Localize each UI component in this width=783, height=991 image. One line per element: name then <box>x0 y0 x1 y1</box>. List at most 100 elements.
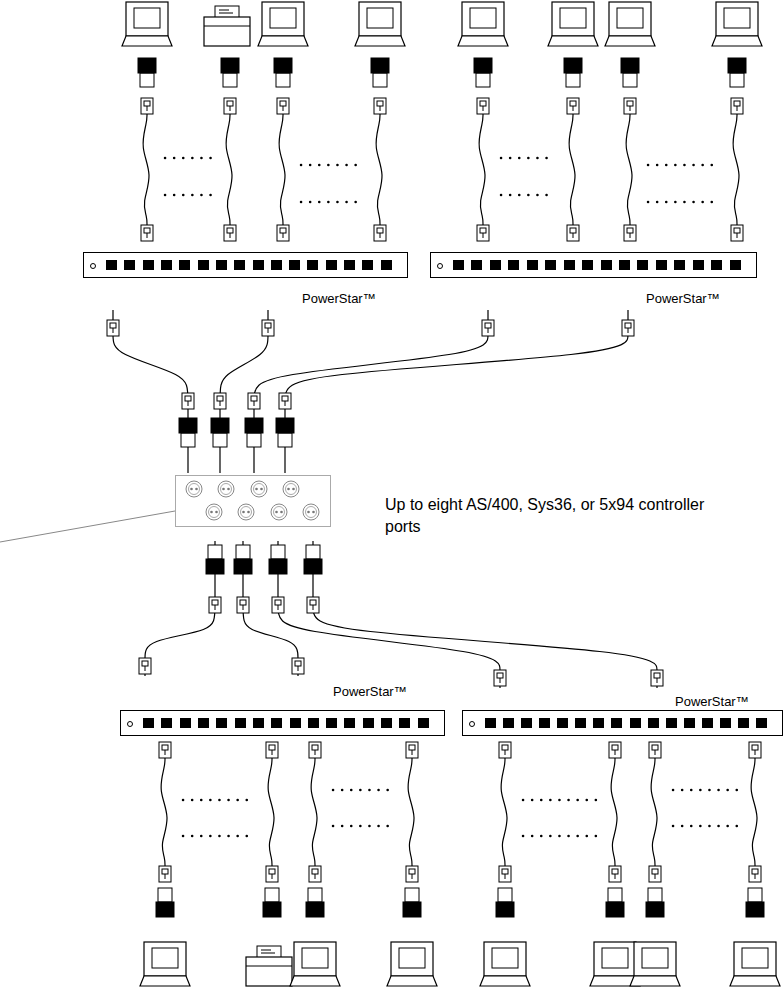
hub-port <box>216 718 227 728</box>
powerstar-hub: PowerStar™ <box>120 676 445 736</box>
hub-port <box>575 718 586 728</box>
hub-port <box>539 718 550 728</box>
hub-port <box>756 718 767 728</box>
printer <box>204 6 250 46</box>
hub-port <box>106 260 117 270</box>
rj45-plug <box>494 670 506 686</box>
hub-port <box>198 718 209 728</box>
drop-cable <box>376 114 382 225</box>
drop-cable <box>226 114 232 225</box>
rj45-plug <box>277 98 289 114</box>
continuation-dots <box>333 825 394 828</box>
drop-cable <box>311 758 317 866</box>
hub-port <box>418 718 429 728</box>
continuation-dots <box>501 157 555 160</box>
terminal-monitor <box>122 2 172 46</box>
balun <box>179 418 197 447</box>
rj45-plug <box>292 658 304 674</box>
terminal-monitor <box>480 942 530 986</box>
balun <box>646 888 664 917</box>
rj45-plug <box>266 866 278 882</box>
hub-port <box>253 260 264 270</box>
rj45-plug <box>107 320 119 336</box>
continuation-dots <box>523 835 597 838</box>
continuation-dots <box>301 164 362 167</box>
continuation-dots <box>183 799 254 802</box>
rj45-plug <box>141 98 153 114</box>
hub-port <box>307 260 318 270</box>
hub-port <box>271 718 282 728</box>
rj45-plug <box>262 320 274 336</box>
controller-port <box>218 481 234 497</box>
rj45-plug <box>141 225 153 241</box>
rj45-plug <box>749 742 761 758</box>
rj45-plug <box>567 225 579 241</box>
leader-line <box>0 511 175 542</box>
hub-label: PowerStar™ <box>646 291 720 307</box>
hub-port <box>619 260 630 270</box>
rj45-plug <box>649 866 661 882</box>
port-panel <box>176 476 330 526</box>
balun <box>269 545 287 574</box>
hub-port <box>216 260 227 270</box>
rj45-plug <box>567 98 579 114</box>
rj45-plug <box>624 225 636 241</box>
hub-port <box>143 260 154 270</box>
continuation-dots <box>301 201 362 204</box>
hub-port <box>308 718 319 728</box>
balun <box>156 888 174 917</box>
twinax-cable <box>220 310 268 473</box>
rj45-plug <box>482 320 494 336</box>
hub-port <box>363 718 374 728</box>
hub-label: PowerStar™ <box>675 694 749 710</box>
twinax-cable <box>313 541 657 688</box>
continuation-dots <box>165 157 212 160</box>
drop-cable <box>651 758 657 866</box>
balun <box>403 888 421 917</box>
hub-port <box>235 718 246 728</box>
hub-port <box>399 718 410 728</box>
power-led <box>437 263 443 269</box>
hub-port <box>702 718 713 728</box>
rj45-plug <box>649 742 661 758</box>
twinax-cable <box>254 310 488 473</box>
powerstar-hub: PowerStar™ <box>83 252 408 310</box>
hub-port <box>582 260 593 270</box>
rj45-plug <box>622 320 634 336</box>
drop-cable <box>611 758 617 866</box>
balun <box>263 888 281 917</box>
balun <box>746 888 764 917</box>
rj45-plug <box>749 866 761 882</box>
hub-port <box>381 718 392 728</box>
rj45-plug <box>309 742 321 758</box>
controller-port <box>303 504 319 520</box>
drop-cable <box>501 758 507 866</box>
controller-panel <box>175 475 331 527</box>
balun <box>138 58 156 87</box>
powerstar-hub: PowerStar™ <box>430 252 757 310</box>
hub-port <box>161 260 172 270</box>
hub-label: PowerStar™ <box>302 291 376 307</box>
rj45-plug <box>224 225 236 241</box>
hub-port <box>453 260 464 270</box>
rj45-plug <box>272 597 284 613</box>
hub-port <box>143 718 154 728</box>
hub-port <box>362 260 373 270</box>
drop-cable <box>569 114 575 225</box>
hub-port <box>234 260 245 270</box>
hub-port <box>490 260 501 270</box>
balun <box>564 58 582 87</box>
hub-port <box>253 718 264 728</box>
rj45-plug <box>237 597 249 613</box>
terminal-monitor <box>290 942 340 986</box>
terminal-monitor <box>355 2 405 46</box>
hub-port <box>711 260 722 270</box>
terminal-monitor <box>590 942 640 986</box>
continuation-dots <box>333 789 394 792</box>
twinax-cable <box>243 541 298 676</box>
controller-port <box>206 504 222 520</box>
hub-port <box>471 260 482 270</box>
rj45-plug <box>182 393 194 409</box>
hub-port <box>593 718 604 728</box>
rj45-plug <box>248 393 260 409</box>
